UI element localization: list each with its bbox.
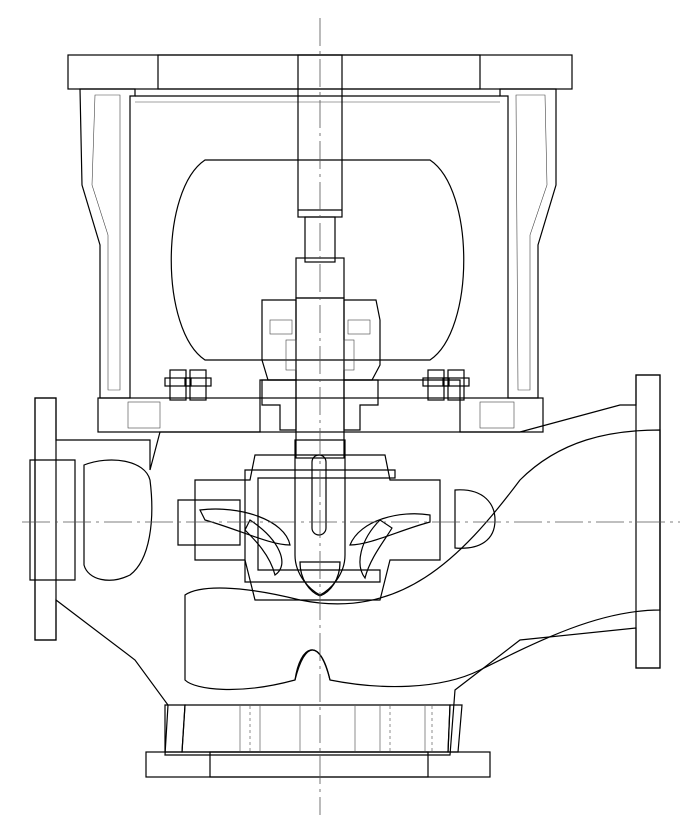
impeller-vane-left <box>199 508 291 546</box>
impeller-vane-right <box>349 513 431 546</box>
impeller-eye-area <box>194 454 441 601</box>
seal-bolt-left <box>285 339 297 371</box>
volute-left <box>177 499 241 546</box>
fluid-passages <box>29 429 661 691</box>
outlet-flange <box>635 374 661 669</box>
suction-chamber <box>83 459 153 581</box>
cutwater <box>294 649 331 681</box>
casing-bolts <box>164 369 470 401</box>
discharge-channel <box>184 429 661 691</box>
motor-stool-right-leg <box>499 88 557 399</box>
impeller-vane-right-2 <box>359 519 393 580</box>
inlet-flange <box>34 397 57 641</box>
bolt-left-2 <box>184 369 212 401</box>
impeller-shroud <box>244 469 396 583</box>
motor-stool-left-leg <box>79 88 136 399</box>
suction-channel <box>29 459 76 581</box>
mechanical-seal <box>261 299 381 431</box>
seal-spring-right <box>347 319 371 335</box>
impeller <box>199 439 431 597</box>
seal-bolt-right <box>343 339 355 371</box>
motor-stool-top-flange-opening <box>157 54 481 90</box>
motor-stool-base <box>97 397 544 433</box>
seal-chamber <box>261 379 297 431</box>
bolt-right-2 <box>442 369 470 401</box>
volute-right <box>454 489 496 549</box>
pump-foot <box>145 751 491 778</box>
center-lines <box>22 18 680 815</box>
impeller-vane-left-2 <box>244 519 283 576</box>
bolt-right-1 <box>422 369 450 401</box>
foot-support-window <box>181 704 451 753</box>
shaft-keyway <box>311 454 327 536</box>
seal-spring-left <box>269 319 293 335</box>
lantern-window <box>170 159 465 361</box>
bolt-left-1 <box>164 369 192 401</box>
